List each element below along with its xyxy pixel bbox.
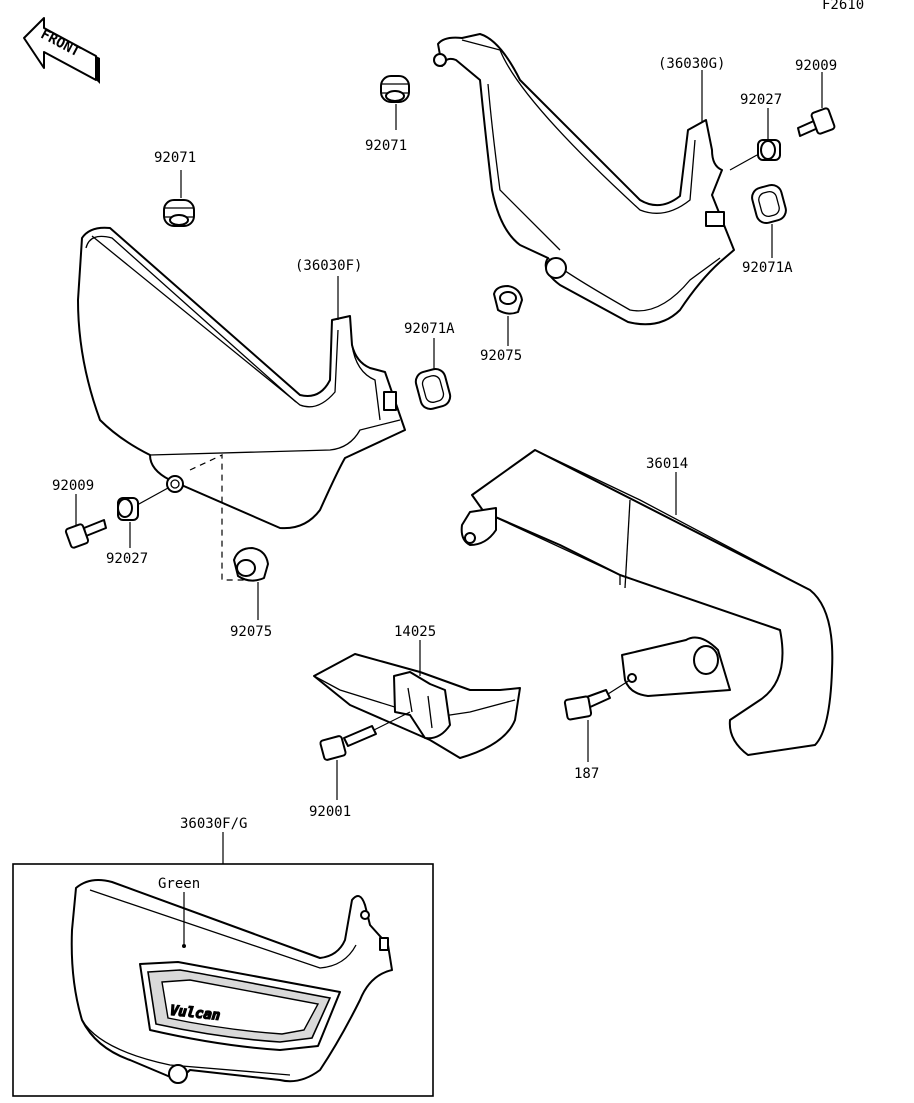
grommet-92071-left xyxy=(163,199,195,227)
inset-box: Vulcan Green xyxy=(12,863,434,1097)
bolt-187-guide xyxy=(607,679,631,695)
label-92009-right: 92009 xyxy=(795,58,837,74)
label-92071A-right: 92071A xyxy=(742,260,793,276)
bolt-92001 xyxy=(319,725,377,761)
leader-lines xyxy=(75,70,823,864)
collar-92027-left xyxy=(117,497,139,521)
chain-guard xyxy=(313,653,521,759)
grommet-92075-center xyxy=(493,285,523,315)
right-side-cover xyxy=(433,33,735,326)
front-arrow-icon: FRONT xyxy=(23,17,100,84)
label-92071A-center: 92071A xyxy=(404,321,455,337)
label-92071-left: 92071 xyxy=(154,150,196,166)
inset-logo-text: Vulcan xyxy=(169,1003,221,1024)
label-36030F: (36030F) xyxy=(295,258,362,274)
label-14025: 14025 xyxy=(394,624,436,640)
grommet-92071A-right xyxy=(751,183,787,225)
label-92027-left: 92027 xyxy=(106,551,148,567)
collar-92027-right-guide xyxy=(729,154,758,171)
label-36030G: (36030G) xyxy=(658,56,725,72)
label-92001: 92001 xyxy=(309,804,351,820)
label-36014: 36014 xyxy=(646,456,688,472)
figure-code: F2610 xyxy=(822,0,864,13)
left-side-cover xyxy=(77,226,406,530)
grommet-92071A-center xyxy=(414,368,452,410)
bolt-92009-left xyxy=(64,519,107,549)
collar-92027-right xyxy=(757,139,781,161)
grommet-92071-top xyxy=(380,75,410,103)
label-36030FG: 36030F/G xyxy=(180,816,247,832)
label-92075-left: 92075 xyxy=(230,624,272,640)
bolt-92001-guide xyxy=(373,711,411,731)
label-92075-center: 92075 xyxy=(480,348,522,364)
inset-side-cover: Vulcan xyxy=(70,879,393,1084)
label-92009-left: 92009 xyxy=(52,478,94,494)
inset-color-label: Green xyxy=(158,876,200,892)
chain-cover xyxy=(460,449,834,756)
label-92071-top: 92071 xyxy=(365,138,407,154)
label-92027-right: 92027 xyxy=(740,92,782,108)
label-187: 187 xyxy=(574,766,599,782)
bolt-92009-right xyxy=(797,107,836,137)
bolt-187 xyxy=(563,689,611,721)
grommet-92075-left xyxy=(233,547,269,582)
